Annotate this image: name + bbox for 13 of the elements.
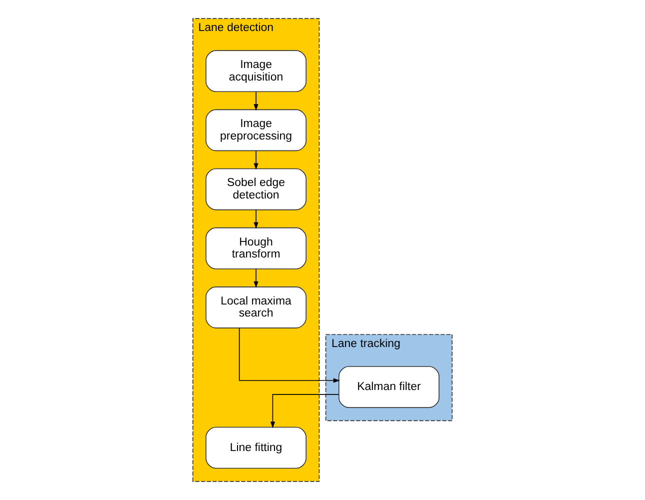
node-box: Image preprocessing	[206, 109, 306, 152]
node-box: Local maxima search	[206, 286, 306, 328]
arrow	[254, 268, 258, 288]
arrow	[254, 150, 258, 170]
node-box: Kalman filter	[338, 366, 440, 408]
node-box: Sobel edge detection	[206, 168, 306, 210]
node-box: Line fitting	[206, 426, 306, 469]
arrow	[254, 91, 258, 111]
arrow	[238, 328, 340, 383]
node-box: Hough transform	[206, 227, 306, 270]
arrow	[270, 394, 340, 428]
arrow	[254, 210, 258, 229]
node-box: Image acquisition	[206, 50, 306, 92]
